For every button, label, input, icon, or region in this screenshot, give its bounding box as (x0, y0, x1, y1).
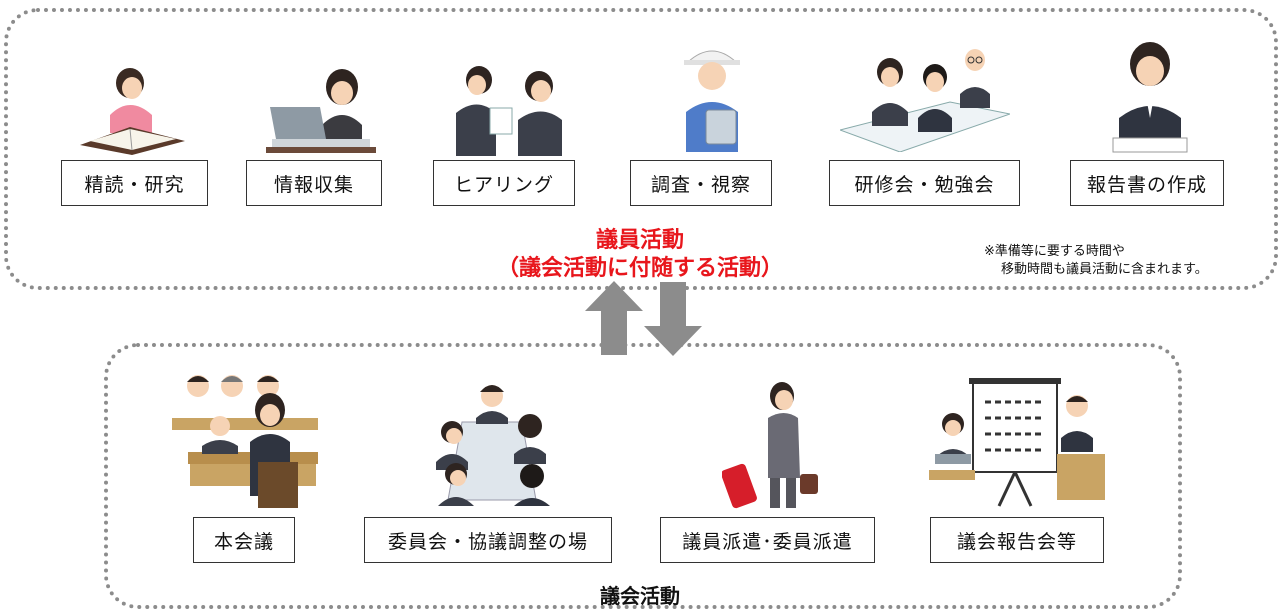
label-info-gathering: 情報収集 (246, 160, 382, 206)
assembly-activities-title: 議会活動 (600, 584, 680, 608)
label-reading: 精読・研究 (61, 160, 208, 206)
seminar-people-icon (840, 49, 1010, 152)
label-plenary: 本会議 (193, 517, 295, 563)
label-committee: 委員会・協議調整の場 (364, 517, 612, 563)
arrow-down-icon (644, 282, 702, 356)
committee-meeting-icon (436, 385, 550, 506)
note-line-1: ※準備等に要する時間や (984, 244, 1125, 259)
label-dispatch: 議員派遣･委員派遣 (660, 517, 875, 563)
legislator-activities-subtitle: （議会活動に付随する活動） (496, 256, 783, 281)
legislator-activities-title: 議員活動 (595, 228, 684, 253)
reading-person-icon (80, 68, 185, 155)
hearing-people-icon (456, 66, 562, 156)
report-meeting-icon (929, 378, 1105, 507)
report-writer-icon (1112, 42, 1188, 153)
label-inspection: 調査・視察 (630, 160, 772, 206)
arrow-up-icon (585, 281, 643, 355)
inspector-helmet-icon (684, 50, 740, 152)
label-seminar: 研修会・勉強会 (829, 160, 1020, 206)
label-hearing: ヒアリング (433, 160, 575, 206)
laptop-person-icon (266, 69, 376, 153)
traveler-suitcase-icon (722, 382, 818, 509)
note-line-2: 移動時間も議員活動に含まれます。 (1001, 262, 1208, 277)
label-report-meeting: 議会報告会等 (930, 517, 1104, 563)
assembly-activities-region (104, 343, 1182, 609)
legislator-activities-region (4, 8, 1278, 290)
label-report-writing: 報告書の作成 (1070, 160, 1224, 206)
plenary-session-icon (172, 375, 318, 508)
